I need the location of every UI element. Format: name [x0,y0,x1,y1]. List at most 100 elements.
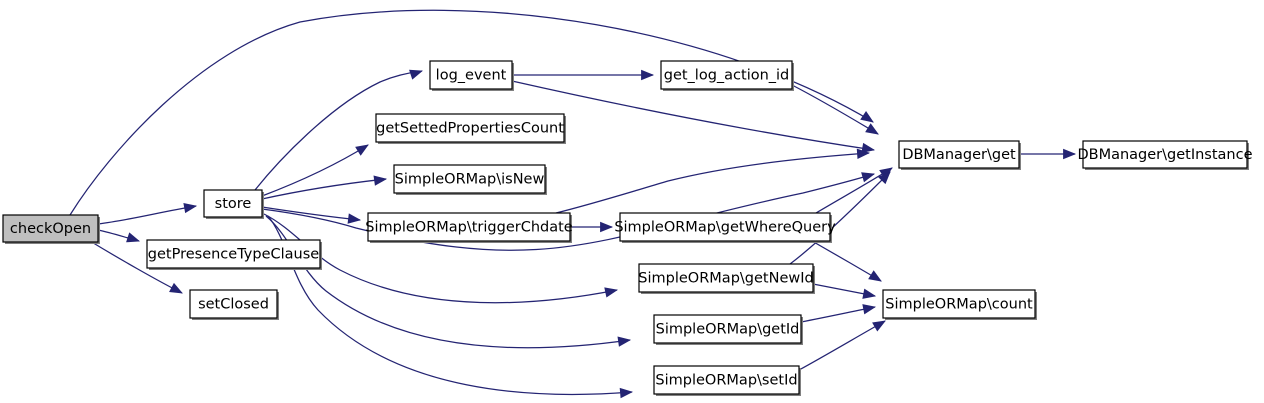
arrowhead-glyph [856,148,871,160]
node-getNewId[interactable]: SimpleORMap\getNewId [638,263,815,294]
arrowhead-glyph [355,144,369,156]
arrowheads-layer [126,69,1077,399]
node-box[interactable] [375,113,565,143]
arrowhead-glyph [872,320,886,332]
node-triggerChdate[interactable]: SimpleORMap\triggerChdate [365,212,573,243]
node-isNew[interactable]: SimpleORMap\isNew [393,164,547,195]
edge-store-to-dbGet [261,173,875,251]
node-box[interactable] [429,60,513,90]
arrowhead [409,69,424,80]
arrowhead [619,387,634,399]
node-box[interactable] [1082,140,1248,169]
edge-store-to-logEvent [254,70,423,191]
node-box[interactable] [653,314,802,344]
arrowhead [1063,148,1077,160]
node-label: SimpleORMap\getWhereQuery [614,220,836,236]
node-label: setClosed [198,297,269,313]
arrowhead-glyph [641,69,655,81]
node-box[interactable] [393,164,546,194]
edge-getWhereQuery-to-count [811,240,882,282]
node-box[interactable] [619,212,831,242]
arrowhead [355,144,369,156]
node-box[interactable] [2,214,99,243]
arrowhead [865,123,879,135]
node-box[interactable] [882,289,1036,319]
node-dbGet[interactable]: DBManager\get [898,140,1021,170]
node-setId[interactable]: SimpleORMap\setId [653,365,801,396]
arrowhead-glyph [862,288,877,299]
edge-logEvent-to-dbGet [511,80,875,151]
node-box[interactable] [189,289,278,319]
arrowhead-glyph [860,111,874,123]
edge-store-to-getSetted [261,144,369,197]
arrowhead [862,304,877,315]
edge-store-to-isNew [261,178,387,200]
node-label: log_event [436,68,507,84]
arrowhead [373,175,388,186]
edge-triggerChdate-to-dbGet [555,152,870,214]
node-getPresence[interactable]: getPresenceTypeClause [146,239,322,270]
arrowhead [604,287,619,298]
node-box[interactable] [146,239,321,269]
node-label: SimpleORMap\isNew [395,172,545,188]
node-getLogActionId[interactable]: get_log_action_id [660,60,794,91]
node-label: SimpleORMap\getNewId [638,271,813,287]
arrowhead-glyph [169,282,183,294]
node-box[interactable] [638,263,814,293]
node-label: SimpleORMap\count [885,297,1033,313]
node-label: checkOpen [10,221,91,237]
arrowhead [600,221,614,233]
node-label: SimpleORMap\getId [656,322,800,338]
arrowhead-glyph [619,387,634,399]
node-label: DBManager\get [902,147,1016,163]
arrowhead [347,213,362,224]
arrowhead [126,232,141,243]
node-box[interactable] [898,140,1020,169]
node-store[interactable]: store [203,189,264,219]
arrowhead [861,142,876,154]
arrowhead [169,282,183,294]
arrowhead [617,336,632,347]
arrowhead-glyph [1063,148,1077,160]
arrowhead-glyph [373,175,388,186]
node-getWhereQuery[interactable]: SimpleORMap\getWhereQuery [614,212,836,243]
node-getSetted[interactable]: getSettedPropertiesCount [375,113,566,144]
node-setClosed[interactable]: setClosed [189,289,279,320]
arrowhead [868,270,882,282]
edge-store-to-triggerChdate [261,206,361,221]
node-checkOpen[interactable]: checkOpen [2,214,100,244]
arrowhead [862,288,877,299]
edge-getLogActionId-to-dbGet [791,84,879,135]
arrowhead-glyph [865,123,879,135]
node-box[interactable] [660,60,793,90]
arrowhead-glyph [861,172,876,183]
node-getId[interactable]: SimpleORMap\getId [653,314,803,345]
arrowhead-glyph [183,202,198,214]
arrowhead-glyph [862,304,877,315]
arrowhead [861,172,876,183]
node-label: get_log_action_id [664,68,790,84]
node-box[interactable] [203,189,263,218]
arrowhead [877,171,891,185]
node-box[interactable] [653,365,800,395]
arrowhead [856,148,871,160]
node-label: getPresenceTypeClause [148,247,320,263]
arrowhead-glyph [126,232,141,243]
node-box[interactable] [367,212,571,242]
node-count[interactable]: SimpleORMap\count [882,289,1037,320]
arrowhead-glyph [409,69,424,80]
edge-checkOpen-to-store [97,205,197,225]
node-logEvent[interactable]: log_event [429,60,514,91]
edge-checkOpen-to-dbGet [69,9,874,216]
arrowhead [183,202,198,214]
edge-setId-to-count [798,320,886,371]
node-dbGetInstance[interactable]: DBManager\getInstance [1077,140,1253,170]
edge-getNewId-to-dbGet [789,171,891,265]
arrowhead-glyph [861,142,876,154]
node-label: store [215,196,252,212]
arrowhead-glyph [877,171,891,185]
node-label: DBManager\getInstance [1077,147,1252,163]
node-label: SimpleORMap\triggerChdate [365,220,573,236]
